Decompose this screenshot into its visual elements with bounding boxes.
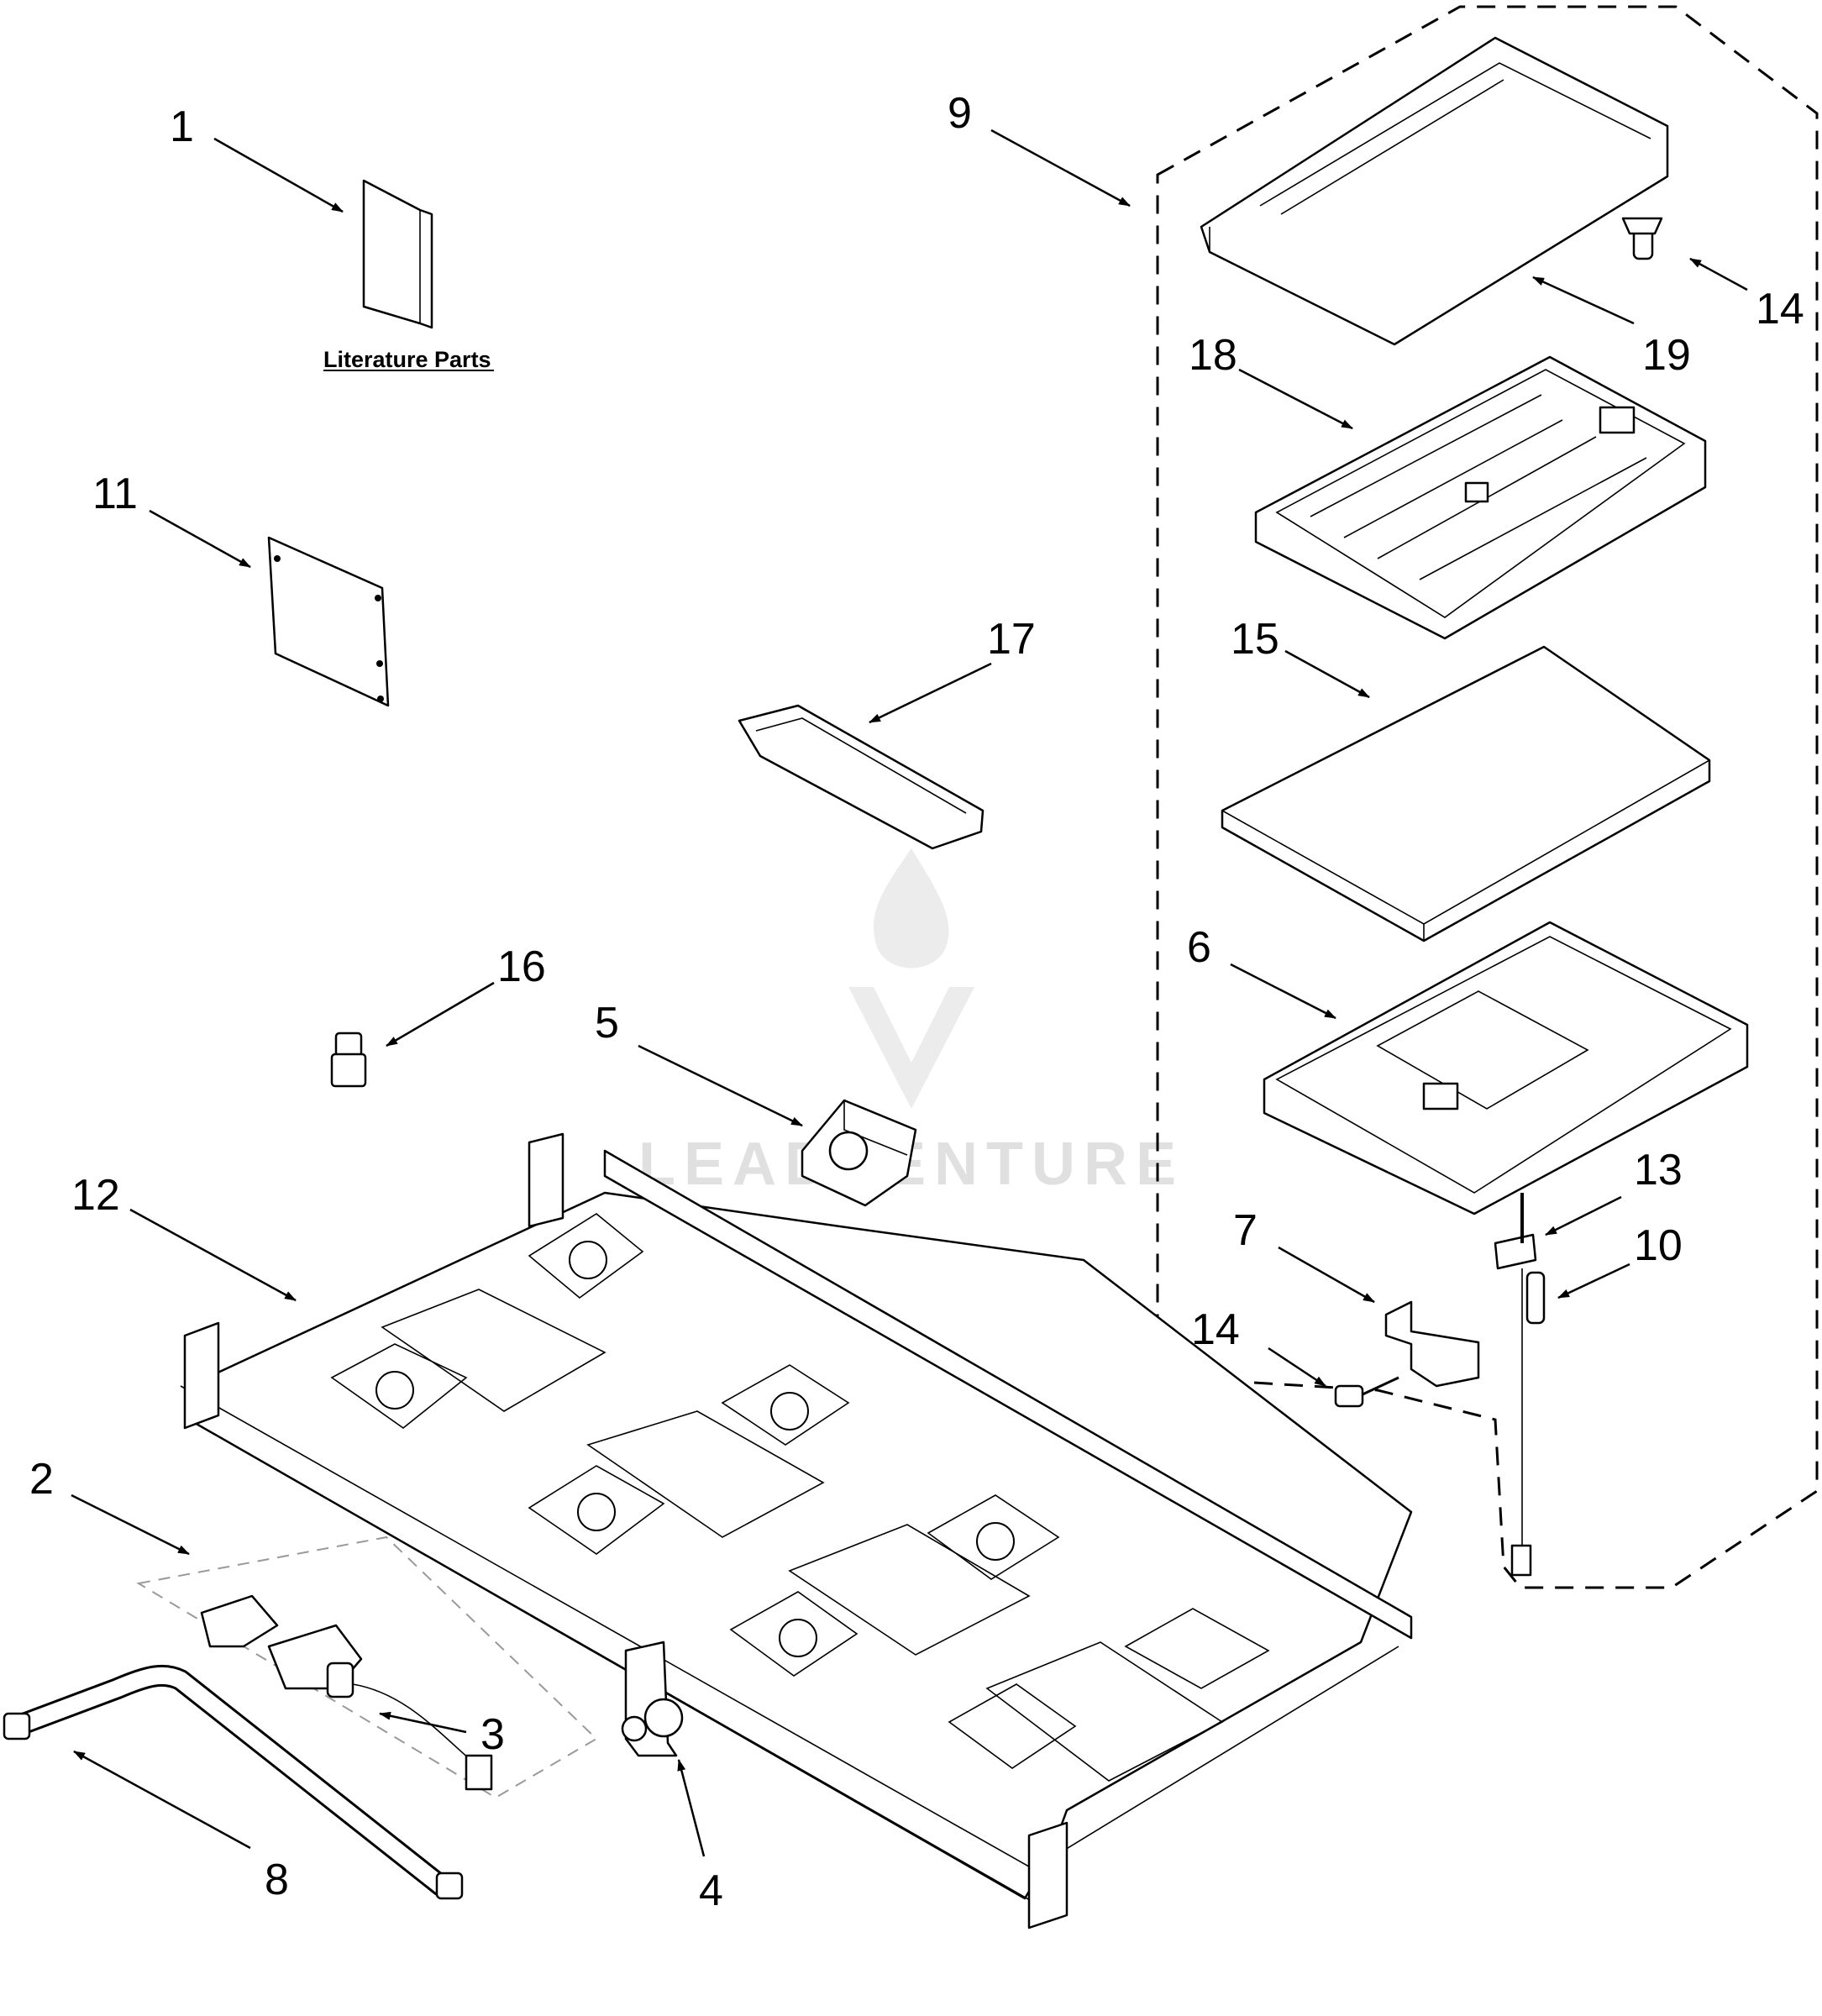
part-18-element-tray xyxy=(1254,355,1707,640)
callout-14-upper: 14 xyxy=(1756,285,1804,333)
callout-12: 12 xyxy=(71,1171,120,1220)
callout-10: 10 xyxy=(1634,1221,1683,1270)
part-10-screw xyxy=(1525,1271,1546,1325)
callout-4: 4 xyxy=(699,1866,723,1915)
callout-3: 3 xyxy=(480,1710,505,1759)
part-3-wire-harness xyxy=(352,1683,493,1791)
part-17-drip-tray xyxy=(738,704,985,850)
part-14-screw-lower xyxy=(1334,1376,1399,1408)
callout-1: 1 xyxy=(170,102,194,151)
part-13-sensor xyxy=(1494,1193,1537,1577)
callout-14-lower: 14 xyxy=(1191,1305,1240,1354)
part-19-griddle xyxy=(1200,36,1669,346)
part-14-screw-upper xyxy=(1621,217,1663,260)
part-12-burner-base xyxy=(180,1132,1413,1929)
callout-18: 18 xyxy=(1189,331,1237,380)
callout-9: 9 xyxy=(948,89,972,138)
part-16-fitting xyxy=(330,1032,367,1088)
leader-lines xyxy=(71,129,1748,1857)
callout-2: 2 xyxy=(29,1455,54,1504)
callout-11: 11 xyxy=(92,470,138,518)
callout-15: 15 xyxy=(1231,615,1279,664)
callout-labels: 1 2 3 4 5 6 7 8 9 10 11 12 13 14 14 15 1… xyxy=(29,89,1804,1915)
callout-7: 7 xyxy=(1233,1206,1258,1255)
part-6-pan xyxy=(1263,921,1749,1215)
part-2-valve-assembly xyxy=(136,1536,598,1799)
callout-8: 8 xyxy=(265,1856,289,1904)
part-5-module xyxy=(801,1099,917,1207)
part-7-bracket xyxy=(1384,1300,1480,1388)
callout-13: 13 xyxy=(1634,1146,1683,1194)
literature-parts-booklet: Literature Parts xyxy=(323,179,494,372)
callout-19: 19 xyxy=(1642,331,1691,380)
part-11-gasket xyxy=(267,536,390,707)
part-8-gas-tube xyxy=(3,1664,464,1900)
callout-5: 5 xyxy=(595,999,619,1047)
callout-17: 17 xyxy=(987,615,1036,664)
callout-6: 6 xyxy=(1187,923,1211,972)
callout-16: 16 xyxy=(497,942,546,991)
literature-parts-label: Literature Parts xyxy=(323,347,491,372)
part-15-insulation xyxy=(1221,645,1711,942)
